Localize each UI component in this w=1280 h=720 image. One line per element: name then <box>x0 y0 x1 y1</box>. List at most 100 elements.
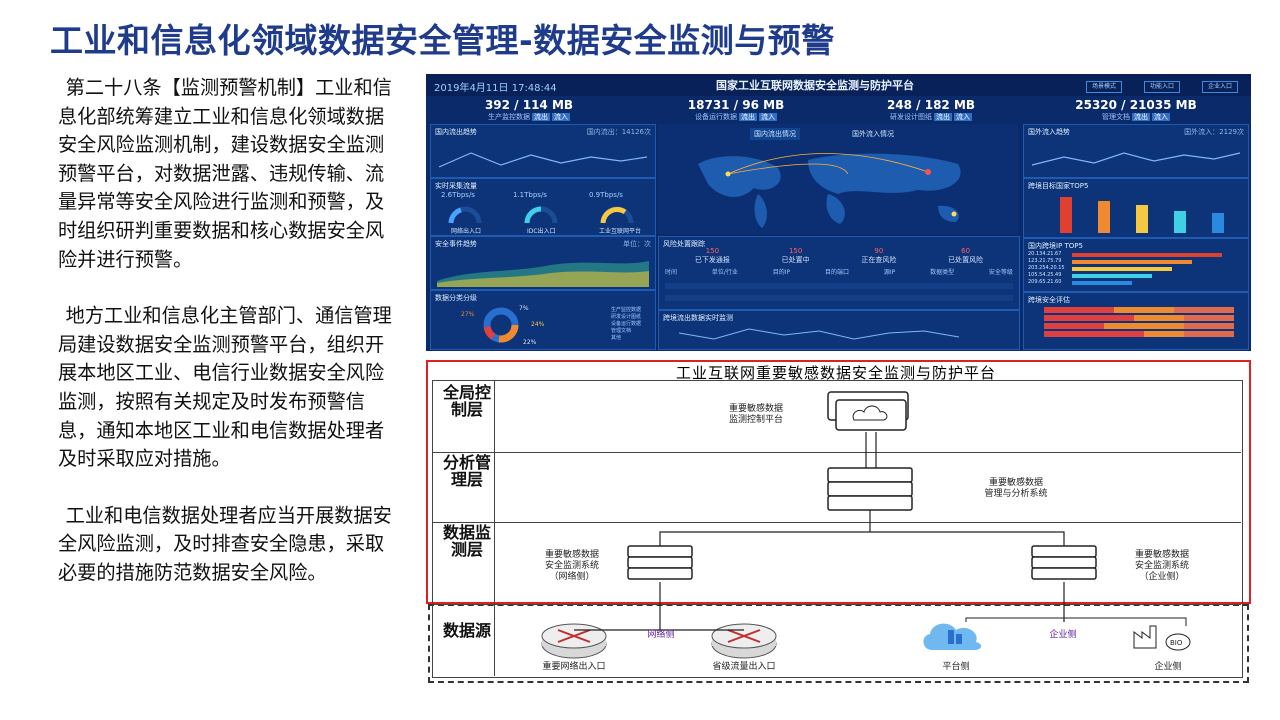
domestic-ip-panel: 国内跨境IP TOP5 20.134.21.67 123.21.75.79 20… <box>1023 238 1249 292</box>
platform-red-border <box>426 360 1251 604</box>
risk-stat-label: 已处置中 <box>781 256 810 264</box>
legend-item: 管理文档 <box>611 328 632 334</box>
stat-equipment: 18731 / 96 MB 设备运行数据流出流入 <box>641 98 831 122</box>
world-map-panel: 国内流出情况 国外流入情况 <box>658 124 1018 234</box>
panel-title: 实时采集流量 <box>435 182 477 190</box>
legend-item: 其他 <box>611 335 622 341</box>
gauge-value: 0.9Tbps/s <box>589 191 623 199</box>
architecture-diagram: 工业互联网重要敏感数据安全监测与防护平台 全局控制层 分析管理层 数据监测层 数… <box>426 360 1251 685</box>
ip-list: 20.134.21.67 123.21.75.79 203.254.20.15 … <box>1028 251 1065 286</box>
router-icon-2 <box>711 623 777 659</box>
cross-border-assessment-panel: 跨境安全评估 <box>1023 292 1249 350</box>
stat-label: 管理文档流出流入 <box>1041 112 1231 122</box>
panel-header: 国外流入趋势国外流入：2129次 <box>1024 125 1248 139</box>
layer-separator <box>432 522 1241 523</box>
column-header: 安全等级 <box>988 269 1013 276</box>
dashboard-screenshot: 2019年4月11日 17:48:44 国家工业互联网数据安全监测与防护平台 场… <box>426 74 1251 351</box>
panel-title: 国内跨境IP TOP5 <box>1028 242 1083 250</box>
paragraph-local-authorities: 地方工业和信息化主管部门、通信管理局建设数据安全监测预警平台，组织开展本地区工业… <box>58 304 392 471</box>
dashboard-header <box>426 74 1251 96</box>
stat-tag: 流入 <box>759 113 777 121</box>
stat-tag: 流入 <box>1152 113 1170 121</box>
stat-value: 392 / 114 MB <box>484 98 574 112</box>
enterprise-monitor-server-icon <box>1031 545 1097 580</box>
stat-label-text: 设备运行数据 <box>695 113 737 121</box>
column-header: 源IP <box>883 269 896 276</box>
network-monitor-server-icon <box>627 545 693 580</box>
stat-value: 248 / 182 MB <box>886 98 976 112</box>
source-provincial-gateway: 省级流量出入口 <box>712 662 776 672</box>
domestic-outflow-panel: 国内流出趋势国内流出：14126次 <box>430 124 656 178</box>
pie-label: 24% <box>531 321 545 328</box>
source-network-gateway: 重要网络出入口 <box>542 662 606 672</box>
tab-foreign-inflow[interactable]: 国外流入情况 <box>852 130 894 138</box>
panel-unit: 单位：次 <box>623 240 651 248</box>
stat-tag: 流出 <box>739 113 757 121</box>
column-header: 数据类型 <box>930 269 955 276</box>
stat-tag: 流出 <box>532 113 550 121</box>
ip-item: 105.54.25.49 <box>1028 272 1062 278</box>
panel-title: 安全事件趋势 <box>435 240 477 248</box>
cloud-platform-icon <box>923 623 982 650</box>
risk-stat-label: 已下发通报 <box>694 256 730 264</box>
gauges <box>448 206 634 224</box>
control-platform-icon <box>827 391 909 431</box>
enterprise-monitor-label: 重要敏感数据安全监测系统（企业侧） <box>1134 550 1189 582</box>
panel-header: 国内流出趋势国内流出：14126次 <box>431 125 655 139</box>
dashboard-title: 国家工业互联网数据安全监测与防护平台 <box>716 79 914 92</box>
realtime-traffic-panel: 实时采集流量 2.6Tbps/s 1.1Tbps/s 0.9Tbps/s 网络出… <box>430 178 656 236</box>
world-map <box>698 153 961 228</box>
foreign-inflow-panel: 国外流入趋势国外流入：2129次 <box>1023 124 1249 178</box>
stat-label-text: 管理文档 <box>1102 113 1130 121</box>
risk-stat-label: 正在查风险 <box>861 256 897 264</box>
stat-production: 392 / 114 MB 生产监控数据流出流入 <box>434 98 624 122</box>
layer-analysis-management: 分析管理层 <box>442 453 491 489</box>
stat-documents: 25320 / 21035 MB 管理文档流出流入 <box>1041 98 1231 122</box>
enterprise-entry-button[interactable]: 企业入口 <box>1202 81 1238 93</box>
stat-value: 25320 / 21035 MB <box>1075 98 1197 112</box>
panel-count: 国内流出：14126次 <box>586 128 651 136</box>
panel-title: 跨境流出数据实时监测 <box>663 314 733 322</box>
column-header: 目的IP <box>772 269 791 276</box>
gauge-value: 1.1Tbps/s <box>513 191 547 199</box>
gauge-label: 工业互联网平台 <box>599 228 642 235</box>
pie-legend: 生产监控数据 研发设计图纸 设备运行数据 管理文档 其他 <box>611 307 641 342</box>
risk-stat-value: 150 <box>705 247 720 255</box>
svg-text:BIO: BIO <box>1170 639 1183 647</box>
target-country-bars <box>1060 197 1224 233</box>
factory-icon: BIO <box>1133 625 1191 651</box>
panel-count: 国外流入：2129次 <box>1184 128 1244 136</box>
function-entry-button[interactable]: 功能入口 <box>1144 81 1180 93</box>
source-platform-side: 平台侧 <box>942 662 970 672</box>
column-header: 时间 <box>665 269 678 276</box>
source-enterprise-side: 企业侧 <box>1154 662 1182 672</box>
stat-tag: 流出 <box>934 113 952 121</box>
ip-bars <box>1072 253 1222 285</box>
classification-donut <box>483 307 519 343</box>
router-icon-1 <box>541 623 607 659</box>
tab-domestic-outflow[interactable]: 国内流出情况 <box>750 128 800 140</box>
assessment-bars <box>1044 307 1234 337</box>
scene-mode-button[interactable]: 场景模式 <box>1086 81 1122 93</box>
security-events-area <box>437 261 649 287</box>
risk-table-rows <box>665 277 1013 305</box>
stat-tag: 流出 <box>1132 113 1150 121</box>
diagram-graphics: BIO <box>541 391 1191 659</box>
layer-global-control: 全局控制层 <box>442 383 491 419</box>
pie-label: 27% <box>461 311 475 318</box>
control-platform-label: 重要敏感数据监测控制平台 <box>728 404 783 425</box>
column-header: 单位/行业 <box>711 269 738 276</box>
cross-border-monitor-panel: 跨境流出数据实时监测 <box>658 310 1020 350</box>
ip-item: 209.65.21.60 <box>1028 279 1062 285</box>
ip-item: 203.254.20.15 <box>1028 265 1065 271</box>
panel-title: 跨境安全评估 <box>1028 296 1070 304</box>
legend-item: 设备运行数据 <box>611 321 642 327</box>
panel-header: 安全事件趋势 单位：次 <box>431 237 655 251</box>
layer-separator <box>432 604 1241 605</box>
